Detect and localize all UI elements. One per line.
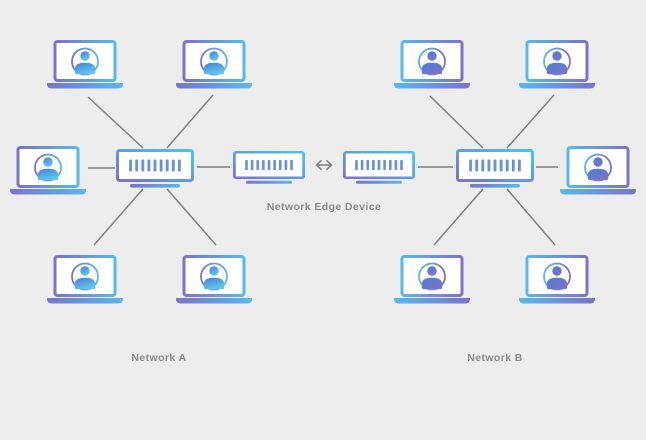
avatar-head <box>209 266 219 276</box>
connection-line <box>433 188 484 246</box>
network-switch-icon <box>456 149 534 188</box>
avatar-head <box>427 51 437 61</box>
connection-line <box>506 94 555 149</box>
laptop-base <box>10 189 86 195</box>
avatar-head <box>427 266 437 276</box>
laptop-base <box>519 83 595 89</box>
laptop-base <box>394 83 470 89</box>
connection-line <box>166 94 214 149</box>
avatar-head <box>209 51 219 61</box>
laptop-base <box>176 298 252 304</box>
avatar-ring <box>200 262 228 291</box>
network-edge-device-icon <box>233 151 305 184</box>
laptop-base <box>176 83 252 89</box>
avatar-ring <box>584 153 612 182</box>
avatar-ring <box>418 47 446 76</box>
avatar-ring <box>543 47 571 76</box>
avatar-head <box>552 266 562 276</box>
avatar-ring <box>418 262 446 291</box>
network-a-label: Network A <box>131 352 187 364</box>
avatar-body <box>421 62 443 75</box>
laptop-user-icon <box>176 255 252 304</box>
avatar-body <box>74 277 96 290</box>
avatar-ring <box>71 47 99 76</box>
switch-base <box>245 180 293 184</box>
laptop-base <box>47 298 123 304</box>
laptop-user-icon <box>176 40 252 89</box>
laptop-user-icon <box>394 40 470 89</box>
avatar-head <box>80 51 90 61</box>
laptop-user-icon <box>47 40 123 89</box>
laptop-user-icon <box>519 255 595 304</box>
avatar-head <box>43 157 53 167</box>
laptop-base <box>560 189 636 195</box>
connection-line <box>93 188 144 246</box>
switch-base <box>130 184 180 188</box>
bidirectional-arrow-icon <box>315 160 333 170</box>
connection-line <box>506 188 556 246</box>
avatar-body <box>203 277 225 290</box>
edge-device-label: Network Edge Device <box>266 201 382 213</box>
avatar-body <box>587 168 609 181</box>
avatar-ring <box>71 262 99 291</box>
avatar-body <box>546 62 568 75</box>
avatar-head <box>593 157 603 167</box>
laptop-user-icon <box>560 146 636 195</box>
avatar-body <box>546 277 568 290</box>
avatar-ring <box>34 153 62 182</box>
laptop-base <box>519 298 595 304</box>
connection-line <box>166 188 217 246</box>
avatar-ring <box>543 262 571 291</box>
laptop-user-icon <box>10 146 86 195</box>
avatar-head <box>552 51 562 61</box>
network-switch-icon <box>116 149 194 188</box>
laptop-base <box>394 298 470 304</box>
laptop-base <box>47 83 123 89</box>
network-b-label: Network B <box>467 352 523 364</box>
avatar-body <box>421 277 443 290</box>
avatar-body <box>74 62 96 75</box>
avatar-ring <box>200 47 228 76</box>
avatar-body <box>37 168 59 181</box>
laptop-user-icon <box>519 40 595 89</box>
network-edge-device-icon <box>343 151 415 184</box>
laptop-user-icon <box>394 255 470 304</box>
switch-base <box>470 184 520 188</box>
avatar-body <box>203 62 225 75</box>
connection-line <box>87 96 144 149</box>
switch-base <box>355 180 403 184</box>
connection-line <box>429 95 484 149</box>
avatar-head <box>80 266 90 276</box>
laptop-user-icon <box>47 255 123 304</box>
